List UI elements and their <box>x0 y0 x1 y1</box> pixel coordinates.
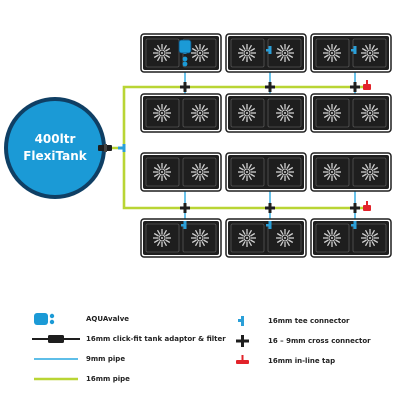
planter-flower-icon <box>276 229 294 247</box>
pot-grid <box>140 33 392 258</box>
legend-item-9mm-pipe: 9mm pipe <box>30 351 125 367</box>
tee-connector-icon <box>222 313 268 329</box>
cross-connector-lower-2 <box>265 203 275 213</box>
legend-item-cross-connector: 16 – 9mm cross connector <box>222 333 371 349</box>
inline-tap-lower <box>363 201 371 211</box>
planter-flower-icon <box>191 104 209 122</box>
tee-connector-row4-2 <box>266 221 272 229</box>
planter-flower-icon <box>238 44 256 62</box>
planter-flower-icon <box>361 104 379 122</box>
adaptor-filter-icon <box>30 331 86 347</box>
flexitank-body <box>8 101 102 195</box>
planter-flower-icon <box>153 104 171 122</box>
legend-label-16mm-pipe: 16mm pipe <box>86 375 130 383</box>
tank-capacity-label: 400ltr <box>35 132 76 146</box>
pipe-16mm-upper <box>110 85 365 150</box>
planter-flower-icon <box>238 163 256 181</box>
legend-item-inline-tap: 16mm in-line tap <box>222 353 335 369</box>
legend-item-tee-connector: 16mm tee connector <box>222 313 349 329</box>
legend-label-tee-connector: 16mm tee connector <box>268 317 350 325</box>
planter-flower-icon <box>323 44 341 62</box>
tee-connector-row1-2 <box>266 46 272 54</box>
planter-flower-icon <box>276 163 294 181</box>
planter-flower-icon <box>238 104 256 122</box>
inline-taps <box>363 80 371 211</box>
inline-tap-upper <box>363 80 371 90</box>
legend-label-inline-tap: 16mm in-line tap <box>268 357 336 365</box>
legend-item-aquavalve: AQUAvalve <box>30 311 129 327</box>
pipe-16mm-icon <box>30 371 86 387</box>
legend-label-cross-connector: 16 – 9mm cross connector <box>268 337 371 345</box>
planter-flower-icon <box>276 44 294 62</box>
pot-tray-r4c1 <box>140 218 222 258</box>
planter-flower-icon <box>323 163 341 181</box>
pot-tray-r2c2 <box>225 93 307 133</box>
cross-connector-upper-1 <box>180 82 190 92</box>
cross-connector-upper-2 <box>265 82 275 92</box>
cross-connector-icon <box>222 333 268 349</box>
pipe-16mm-network <box>110 85 365 210</box>
legend-item-adaptor-filter: 16mm click-fit tank adaptor & filter <box>30 331 226 347</box>
planter-flower-icon <box>153 229 171 247</box>
planter-flower-icon <box>191 229 209 247</box>
cross-connector-lower-1 <box>180 203 190 213</box>
legend-item-16mm-pipe: 16mm pipe <box>30 371 130 387</box>
irrigation-diagram: 400ltr FlexiTank <box>4 33 392 258</box>
aquavalve-icon <box>178 39 192 67</box>
pipe-16mm-lower <box>122 148 365 210</box>
pot-tray-r3c2 <box>225 152 307 192</box>
legend-label-aquavalve: AQUAvalve <box>86 315 130 323</box>
inline-tap-icon <box>222 353 268 369</box>
pot-tray-r1c1 <box>140 33 222 73</box>
pot-tray-r4c3 <box>310 218 392 258</box>
planter-flower-icon <box>323 229 341 247</box>
pot-tray-r2c1 <box>140 93 222 133</box>
legend-label-9mm-pipe: 9mm pipe <box>86 355 126 363</box>
tee-connector-main <box>118 144 126 152</box>
planter-flower-icon <box>361 44 379 62</box>
legend-label-adaptor-filter: 16mm click-fit tank adaptor & filter <box>86 335 226 343</box>
flexitank: 400ltr FlexiTank <box>4 97 106 199</box>
tank-name-label: FlexiTank <box>23 149 88 163</box>
planter-flower-icon <box>153 163 171 181</box>
cross-connector-lower-3 <box>350 203 360 213</box>
tee-connector-row4-1 <box>181 221 187 229</box>
planter-flower-icon <box>323 104 341 122</box>
pot-tray-r1c2 <box>225 33 307 73</box>
tank-adaptor-filter <box>98 144 112 152</box>
pot-tray-r3c1 <box>140 152 222 192</box>
tee-connector-row4-3 <box>351 221 357 229</box>
pot-tray-r1c3 <box>310 33 392 73</box>
pot-tray-r2c3 <box>310 93 392 133</box>
cross-connector-upper-3 <box>350 82 360 92</box>
planter-flower-icon <box>191 163 209 181</box>
aquavalve-icon <box>30 311 86 327</box>
tee-connector-row1-3 <box>351 46 357 54</box>
planter-flower-icon <box>238 229 256 247</box>
pipe-9mm-network <box>184 50 356 225</box>
planter-flower-icon <box>361 229 379 247</box>
connectors <box>118 39 360 229</box>
planter-flower-icon <box>361 163 379 181</box>
planter-flower-icon <box>153 44 171 62</box>
pot-tray-r3c3 <box>310 152 392 192</box>
planter-flower-icon <box>276 104 294 122</box>
planter-flower-icon <box>191 44 209 62</box>
pipe-9mm-icon <box>30 351 86 367</box>
pot-tray-r4c2 <box>225 218 307 258</box>
